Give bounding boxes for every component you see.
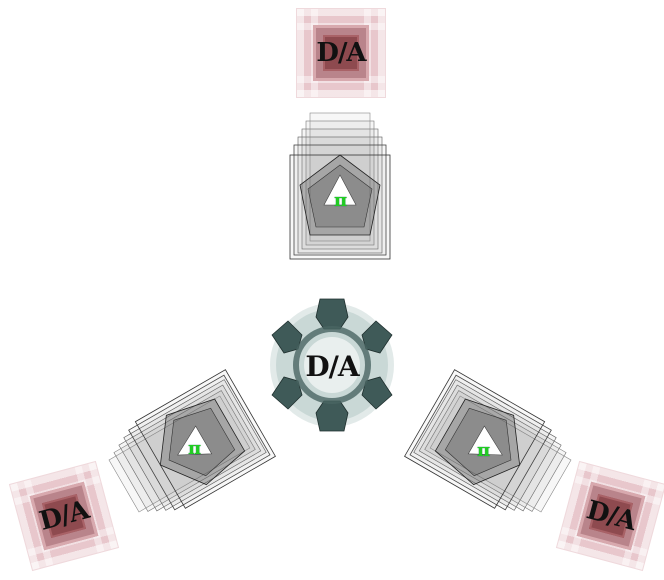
tile-top: D/A	[297, 9, 385, 97]
pi-symbol-left: π	[188, 438, 202, 459]
pi-symbol-top: π	[334, 190, 348, 211]
pi-symbol-right: π	[477, 440, 491, 461]
center-label: D/A	[305, 350, 359, 383]
tile-label: D/A	[316, 38, 366, 68]
center-emblem	[270, 298, 394, 432]
